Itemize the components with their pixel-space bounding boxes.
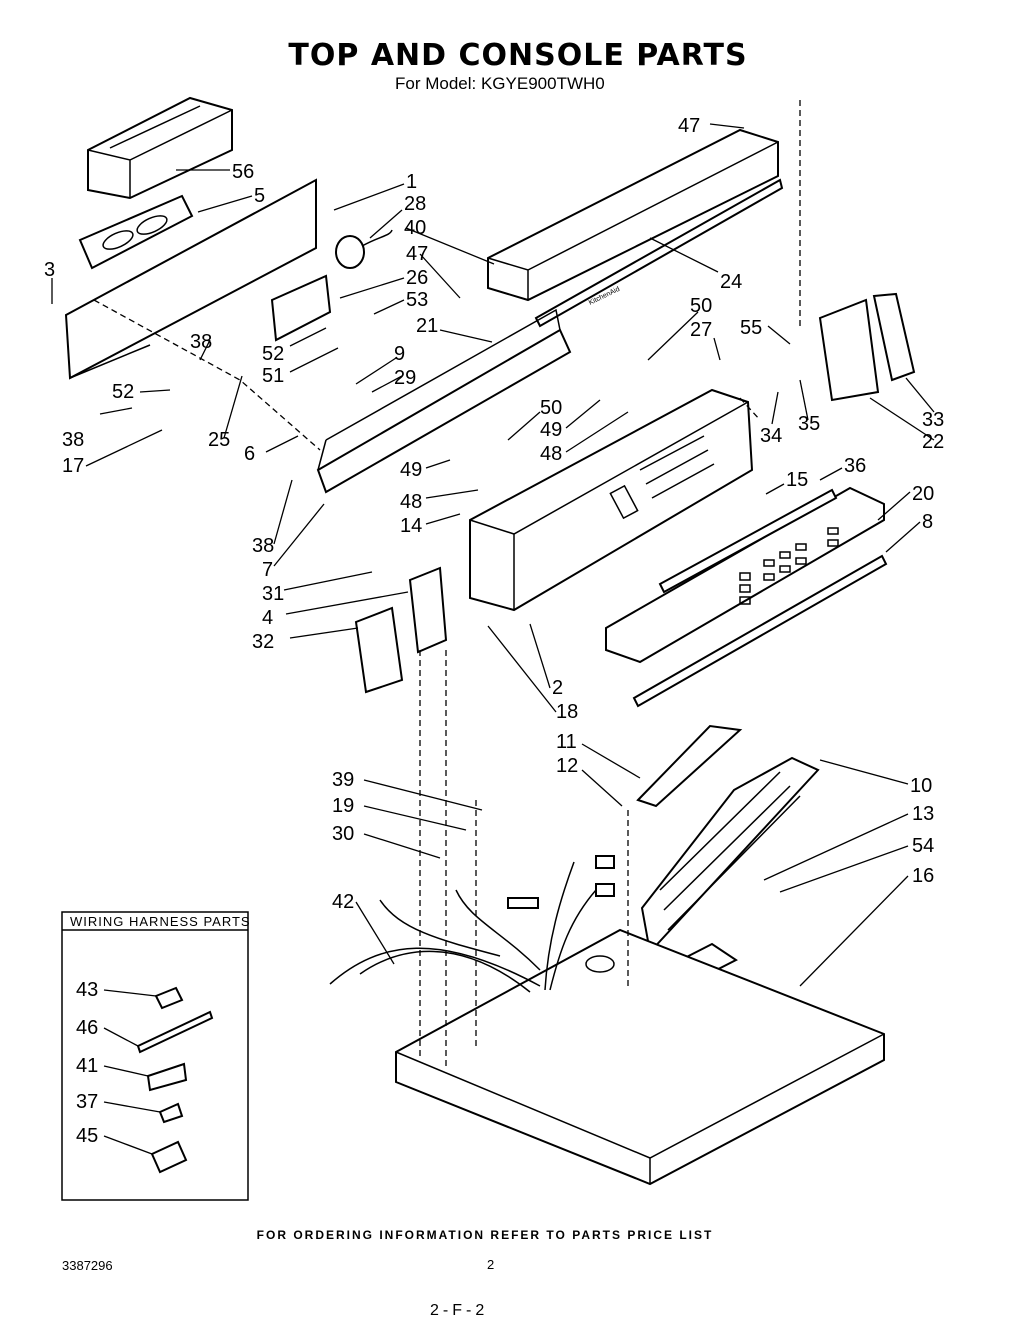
part-label: 7 — [262, 559, 273, 581]
part-label: 38 — [190, 331, 212, 353]
part-label: 22 — [922, 431, 944, 453]
part-label: 43 — [76, 979, 98, 1001]
ordering-footer: FOR ORDERING INFORMATION REFER TO PARTS … — [256, 1228, 714, 1242]
part-label: 56 — [232, 161, 254, 183]
part-label: 4 — [262, 607, 273, 629]
part-label: 45 — [76, 1125, 98, 1147]
part-label: 38 — [62, 429, 84, 451]
part-label: 41 — [76, 1055, 98, 1077]
part-labels: 47 56 1 5 28 40 3 47 26 24 53 50 21 27 5… — [44, 115, 944, 1147]
document-number: 3387296 — [62, 1258, 113, 1273]
part-label: 52 — [112, 381, 134, 403]
part-label: 54 — [912, 835, 934, 857]
part-label: 25 — [208, 429, 230, 451]
page-subtitle: For Model: KGYE900TWH0 — [395, 74, 605, 93]
part-label: 39 — [332, 769, 354, 791]
part-label: 9 — [394, 343, 405, 365]
part-label: 42 — [332, 891, 354, 913]
page-code: 2-F-2 — [430, 1302, 489, 1319]
part-label: 21 — [416, 315, 438, 337]
part-label: 55 — [740, 317, 762, 339]
part-label: 29 — [394, 367, 416, 389]
part-label: 50 — [540, 397, 562, 419]
part-label: 33 — [922, 409, 944, 431]
part-label: 2 — [552, 677, 563, 699]
part-label: 30 — [332, 823, 354, 845]
part-label: 46 — [76, 1017, 98, 1039]
part-label: 28 — [404, 193, 426, 215]
page-number: 2 — [487, 1257, 495, 1272]
part-label: 49 — [540, 419, 562, 441]
wiring-harness-box-title: WIRING HARNESS PARTS — [70, 914, 251, 929]
part-label: 36 — [844, 455, 866, 477]
part-label: 16 — [912, 865, 934, 887]
part-label: 15 — [786, 469, 808, 491]
part-label: 11 — [556, 731, 577, 753]
part-label: 27 — [690, 319, 712, 341]
part-label: 35 — [798, 413, 820, 435]
part-label: 51 — [262, 365, 284, 387]
page-title: TOP AND CONSOLE PARTS — [288, 38, 748, 73]
part-label: 13 — [912, 803, 934, 825]
wiring-harness — [329, 855, 615, 993]
part-label: 31 — [262, 583, 284, 605]
part-label: 26 — [406, 267, 428, 289]
part-label: 37 — [76, 1091, 98, 1113]
part-label: 24 — [720, 271, 742, 293]
part-label: 32 — [252, 631, 274, 653]
drawing: KitchenAid — [51, 96, 935, 1201]
part-label: 12 — [556, 755, 578, 777]
part-label: 19 — [332, 795, 354, 817]
part-label: 49 — [400, 459, 422, 481]
part-label: 53 — [406, 289, 428, 311]
part-label: 17 — [62, 455, 84, 477]
part-label: 48 — [400, 491, 422, 513]
part-label: 3 — [44, 259, 55, 281]
part-label: 50 — [690, 295, 712, 317]
part-label: 6 — [244, 443, 255, 465]
part-label: 8 — [922, 511, 933, 533]
part-label: 40 — [404, 217, 426, 239]
part-label: 47 — [406, 243, 428, 265]
part-label: 18 — [556, 701, 578, 723]
part-label: 47 — [678, 115, 700, 137]
part-label: 48 — [540, 443, 562, 465]
control-buttons — [739, 527, 839, 605]
part-label: 10 — [910, 775, 932, 797]
part-label: 34 — [760, 425, 782, 447]
part-label: 52 — [262, 343, 284, 365]
part-label: 5 — [254, 185, 265, 207]
part-label: 38 — [252, 535, 274, 557]
part-label: 20 — [912, 483, 934, 505]
part-label: 1 — [406, 171, 417, 193]
leader-lines — [51, 123, 935, 1155]
part-label: 14 — [400, 515, 422, 537]
